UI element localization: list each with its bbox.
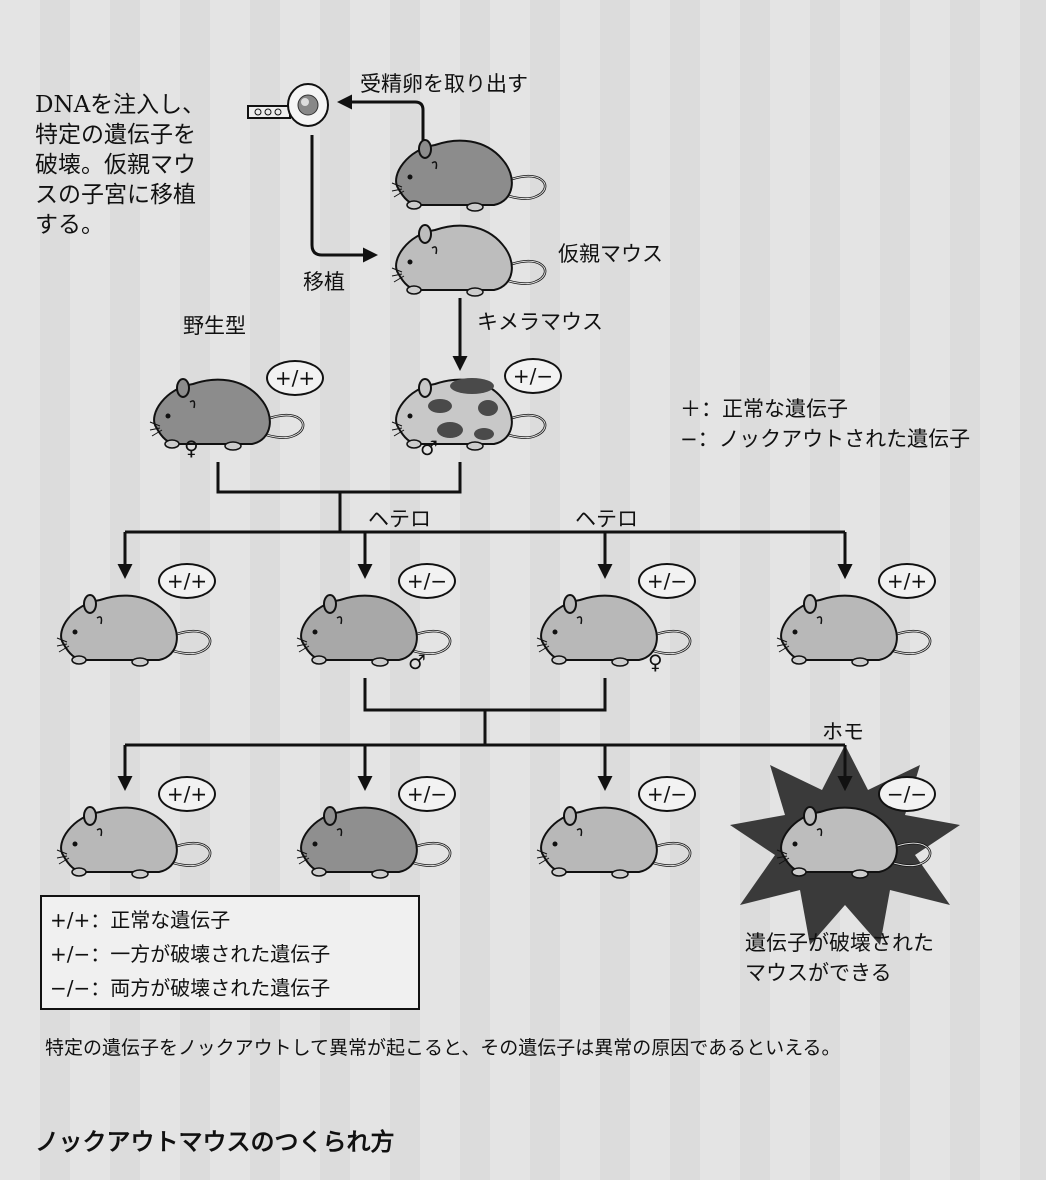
genotype-badge: +/+ [158, 563, 216, 599]
surrogate-label: 仮親マウス [558, 242, 663, 266]
figure-title: ノックアウトマウスのつくられ方 [35, 1128, 395, 1156]
result-line: マウスができる [745, 961, 892, 985]
homo-label: ホモ [822, 720, 864, 744]
figure-caption: 特定の遺伝子をノックアウトして異常が起こると、その遺伝子は異常の原因であるといえ… [45, 1037, 841, 1059]
genotype-badge: +/+ [158, 776, 216, 812]
surrogate-mouse [380, 218, 550, 298]
gen2-mouse [525, 800, 695, 880]
key-plus: ＋：正常な遺伝子 [680, 397, 848, 421]
male-symbol: ♂ [408, 650, 426, 674]
note-line: スの子宮に移植 [35, 182, 196, 208]
arrows-gen2 [123, 745, 845, 788]
genotype-badge: +/+ [878, 563, 936, 599]
gen2-mouse [285, 800, 455, 880]
genotype-legend: +/+：正常な遺伝子 +/−：一方が破壊された遺伝子 −/−：両方が破壊された遺… [40, 895, 420, 1010]
gen1-mouse [285, 588, 455, 668]
hetero-label: ヘテロ [575, 507, 638, 531]
female-symbol: ♀ [648, 650, 663, 674]
arrow-transplant [310, 135, 378, 263]
genotype-badge: +/+ [266, 360, 324, 396]
extract-egg-label: 受精卵を取り出す [360, 72, 528, 96]
note-line: DNAを注入し、 [35, 92, 206, 118]
note-line: する。 [35, 212, 104, 238]
gen1-mouse [765, 588, 935, 668]
pipette-icon [247, 105, 291, 119]
arrows-gen1 [123, 532, 845, 576]
hetero-label: ヘテロ [368, 507, 431, 531]
legend-item: +/+：正常な遺伝子 [50, 908, 231, 932]
note-line: 破壊。仮親マウ [35, 152, 196, 178]
genotype-badge: +/− [398, 776, 456, 812]
genotype-badge: −/− [878, 776, 936, 812]
result-note: 遺伝子が破壊された マウスができる [745, 928, 934, 988]
cross-line-2 [125, 678, 845, 747]
cross-line-1 [125, 462, 845, 534]
legend-item: +/−：一方が破壊された遺伝子 [50, 942, 331, 966]
legend-item: −/−：両方が破壊された遺伝子 [50, 976, 331, 1000]
gen1-mouse [45, 588, 215, 668]
genotype-badge: +/− [504, 358, 562, 394]
female-symbol: ♀ [184, 436, 199, 460]
genotype-badge: +/− [398, 563, 456, 599]
procedure-note: DNAを注入し、 特定の遺伝子を 破壊。仮親マウ スの子宮に移植 する。 [35, 90, 205, 240]
wild-type-label: 野生型 [183, 314, 246, 338]
genotype-badge: +/− [638, 776, 696, 812]
gen2-mouse [45, 800, 215, 880]
chimera-mouse [380, 372, 550, 452]
result-line: 遺伝子が破壊された [745, 931, 934, 955]
donor-mouse [380, 133, 550, 213]
male-symbol: ♂ [420, 436, 438, 460]
note-line: 特定の遺伝子を [35, 122, 196, 148]
chimera-label: キメラマウス [477, 310, 603, 334]
knockout-mouse [765, 800, 935, 880]
genotype-badge: +/− [638, 563, 696, 599]
key-minus: −：ノックアウトされた遺伝子 [680, 427, 971, 451]
gen1-mouse [525, 588, 695, 668]
fertilized-egg-icon [287, 83, 329, 127]
arrow-extract [337, 94, 425, 140]
transplant-label: 移植 [303, 270, 345, 294]
